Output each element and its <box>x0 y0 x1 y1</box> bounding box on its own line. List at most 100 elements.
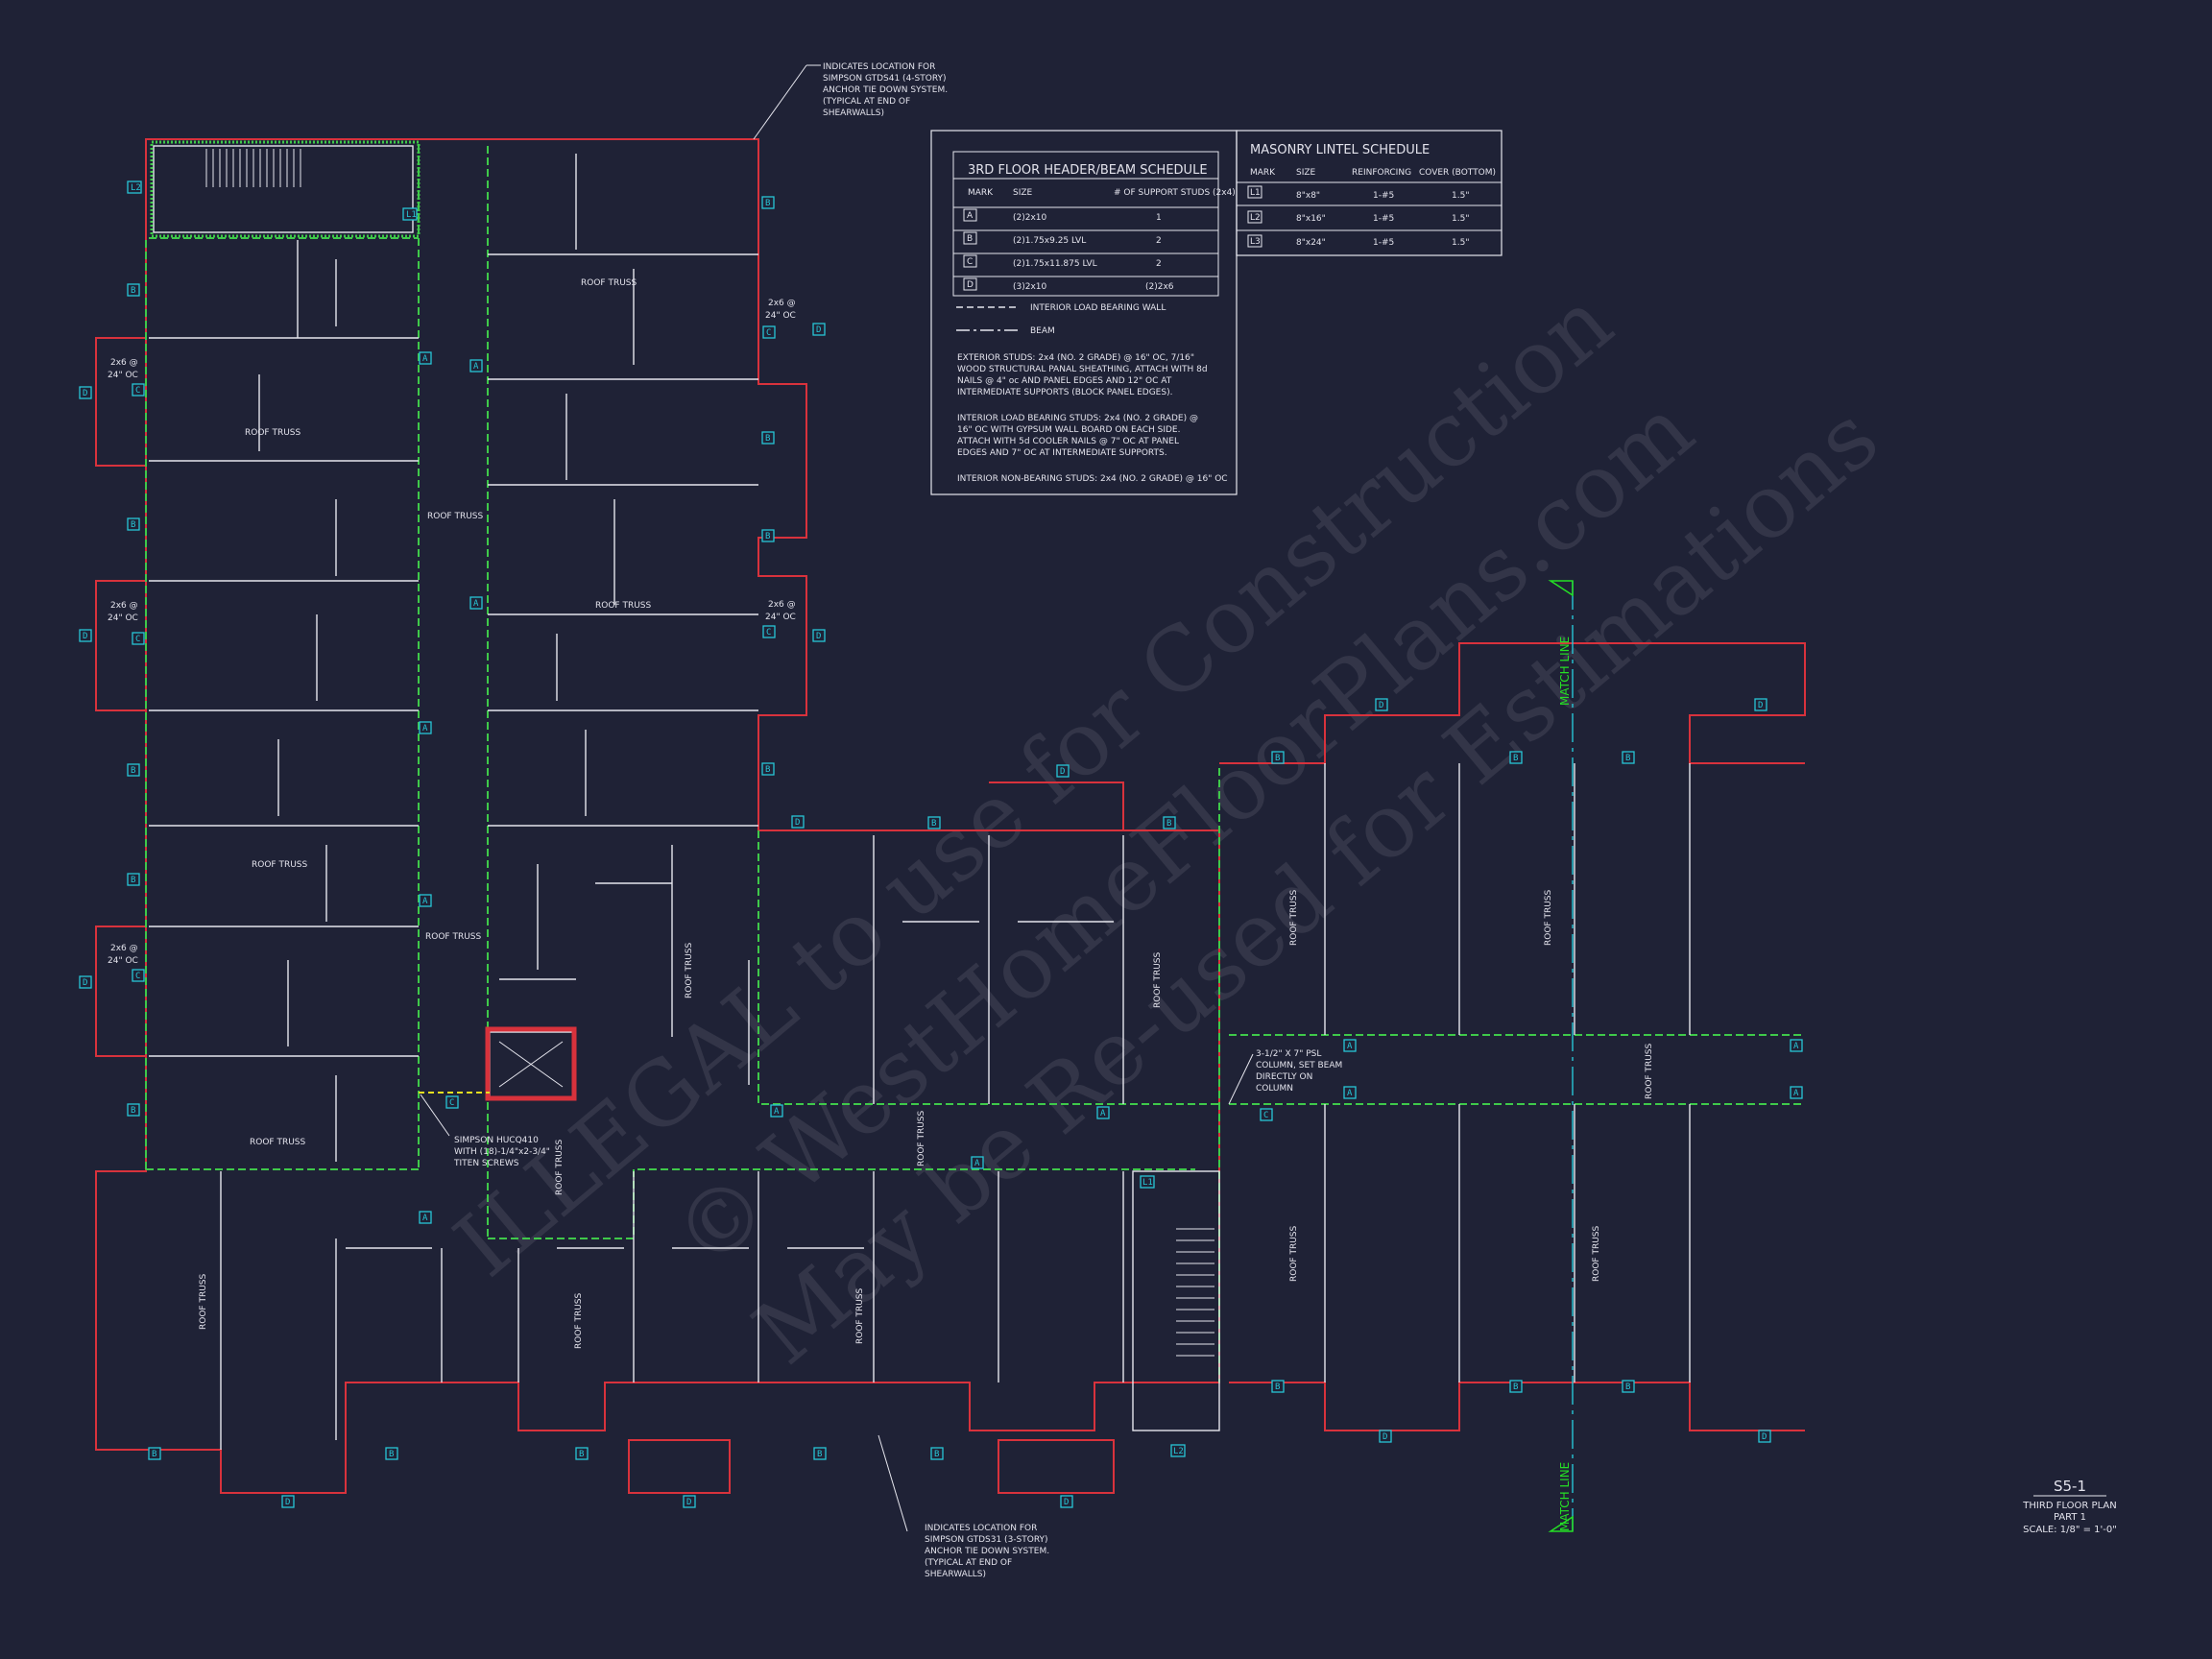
roof-truss-label: ROOF TRUSS <box>1592 1225 1601 1282</box>
stair-south <box>1176 1228 1214 1357</box>
schedule-note: INTERIOR LOAD BEARING STUDS: 2x4 (NO. 2 … <box>957 414 1198 423</box>
lintel-size: 8"x16" <box>1296 214 1326 224</box>
svg-text:D: D <box>816 325 821 335</box>
stud-callout: 24" OC <box>765 311 796 321</box>
svg-text:B: B <box>1166 819 1171 829</box>
roof-truss-label: ROOF TRUSS <box>1153 951 1163 1008</box>
roof-truss-label: ROOF TRUSS <box>574 1292 584 1349</box>
stud-callout: 2x6 @ <box>768 600 796 610</box>
svg-text:C: C <box>135 386 140 396</box>
note-line: SHEARWALLS) <box>823 108 884 118</box>
stud-callout: 24" OC <box>108 613 138 623</box>
stud-callout: 24" OC <box>108 371 138 380</box>
note-line: SIMPSON GTDS31 (3-STORY) <box>925 1535 1048 1545</box>
schedule-note: WOOD STRUCTURAL PANAL SHEATHING, ATTACH … <box>957 365 1208 374</box>
sheet-scale: SCALE: 1/8" = 1'-0" <box>2023 1525 2117 1535</box>
schedule-studs: 2 <box>1156 259 1162 269</box>
svg-text:B: B <box>1275 754 1280 763</box>
svg-text:A: A <box>422 724 428 733</box>
svg-text:B: B <box>1625 754 1630 763</box>
svg-text:B: B <box>131 286 135 296</box>
svg-text:B: B <box>817 1450 822 1459</box>
svg-text:A: A <box>422 897 428 906</box>
note-line: (TYPICAL AT END OF <box>925 1558 1012 1568</box>
svg-text:D: D <box>1064 1498 1069 1507</box>
stud-callout: 2x6 @ <box>110 601 138 611</box>
lintel-col: COVER (BOTTOM) <box>1419 168 1496 178</box>
note-anchor-top: INDICATES LOCATION FOR SIMPSON GTDS41 (4… <box>753 62 948 140</box>
roof-truss-label: ROOF TRUSS <box>252 860 308 870</box>
schedule-col-studs: # OF SUPPORT STUDS (2x4) <box>1114 188 1236 198</box>
svg-text:D: D <box>1382 1432 1387 1442</box>
svg-text:A: A <box>1347 1042 1353 1051</box>
svg-text:A: A <box>473 362 479 372</box>
stud-callout: 24" OC <box>108 956 138 966</box>
note-line: COLUMN, SET BEAM <box>1256 1061 1342 1070</box>
svg-text:C: C <box>766 328 771 338</box>
roof-truss-label: ROOF TRUSS <box>199 1273 208 1330</box>
sheet-number: S5-1 <box>2054 1478 2086 1495</box>
svg-text:B: B <box>765 532 770 541</box>
schedule-notes: EXTERIOR STUDS: 2x4 (NO. 2 GRADE) @ 16" … <box>957 353 1228 484</box>
note-line: 3-1/2" X 7" PSL <box>1256 1049 1321 1059</box>
schedule-size: (3)2x10 <box>1013 282 1047 292</box>
note-line: SHEARWALLS) <box>925 1570 986 1579</box>
roof-truss-label: ROOF TRUSS <box>1289 1225 1299 1282</box>
roof-truss-label: ROOF TRUSS <box>427 512 484 521</box>
lintel-reinforcing: 1-#5 <box>1373 238 1394 248</box>
schedule-col-mark: MARK <box>968 188 994 198</box>
svg-text:B: B <box>131 766 135 776</box>
stud-callout: 2x6 @ <box>110 358 138 368</box>
svg-text:D: D <box>816 632 821 641</box>
stud-callout: 24" OC <box>765 613 796 622</box>
roof-truss-labels: ROOF TRUSS ROOF TRUSS ROOF TRUSS ROOF TR… <box>199 278 1654 1349</box>
svg-text:B: B <box>1513 1382 1518 1392</box>
svg-text:B: B <box>1513 754 1518 763</box>
svg-text:C: C <box>1263 1111 1268 1120</box>
roof-truss-label: ROOF TRUSS <box>917 1110 926 1166</box>
svg-text:B: B <box>934 1450 939 1459</box>
schedule-note: INTERIOR NON-BEARING STUDS: 2x4 (NO. 2 G… <box>957 474 1228 484</box>
lintel-col: MARK <box>1250 168 1276 178</box>
note-line: DIRECTLY ON <box>1256 1072 1312 1082</box>
svg-text:B: B <box>1275 1382 1280 1392</box>
schedule-col-size: SIZE <box>1013 188 1033 198</box>
note-line: ANCHOR TIE DOWN SYSTEM. <box>823 85 948 95</box>
roof-truss-label: ROOF TRUSS <box>581 278 637 288</box>
lintel-mark: L1 <box>1250 188 1261 198</box>
schedule-mark: B <box>967 234 973 244</box>
note-line: SIMPSON HUCQ410 <box>454 1136 539 1145</box>
svg-text:A: A <box>422 1214 428 1223</box>
schedule-note: EXTERIOR STUDS: 2x4 (NO. 2 GRADE) @ 16" … <box>957 353 1194 363</box>
svg-text:A: A <box>974 1159 980 1168</box>
svg-text:A: A <box>1100 1109 1106 1118</box>
note-line: TITEN SCREWS <box>453 1159 519 1168</box>
header-tags: L2 L1 B D C B D C B B D C B A A A A A A … <box>79 180 1803 1508</box>
note-line: ANCHOR TIE DOWN SYSTEM. <box>925 1547 1049 1556</box>
roof-truss-label: ROOF TRUSS <box>1645 1043 1654 1099</box>
svg-text:D: D <box>1758 701 1763 710</box>
svg-text:D: D <box>686 1498 691 1507</box>
svg-text:D: D <box>1379 701 1383 710</box>
svg-text:D: D <box>83 389 87 398</box>
svg-text:C: C <box>135 972 140 981</box>
roof-truss-label: ROOF TRUSS <box>595 601 652 611</box>
roof-truss-label: ROOF TRUSS <box>855 1287 865 1344</box>
sheet-title: THIRD FLOOR PLAN <box>2022 1501 2116 1511</box>
title-block: S5-1 THIRD FLOOR PLAN PART 1 SCALE: 1/8"… <box>2022 1478 2117 1535</box>
svg-text:A: A <box>422 354 428 364</box>
svg-text:B: B <box>131 520 135 530</box>
elevator <box>485 1026 577 1101</box>
schedule-title: 3RD FLOOR HEADER/BEAM SCHEDULE <box>968 163 1208 178</box>
stair-north <box>205 149 301 187</box>
svg-text:B: B <box>1625 1382 1630 1392</box>
lintel-col: REINFORCING <box>1352 168 1411 178</box>
sheet-part: PART 1 <box>2054 1512 2086 1523</box>
note-line: INDICATES LOCATION FOR <box>925 1524 1037 1533</box>
match-line: MATCH LINE MATCH LINE <box>1548 580 1574 1532</box>
lintel-mark: L2 <box>1250 213 1261 223</box>
schedule-mark: A <box>967 211 974 221</box>
svg-text:C: C <box>135 635 140 644</box>
note-anchor-bottom: INDICATES LOCATION FOR SIMPSON GTDS31 (3… <box>878 1434 1049 1579</box>
